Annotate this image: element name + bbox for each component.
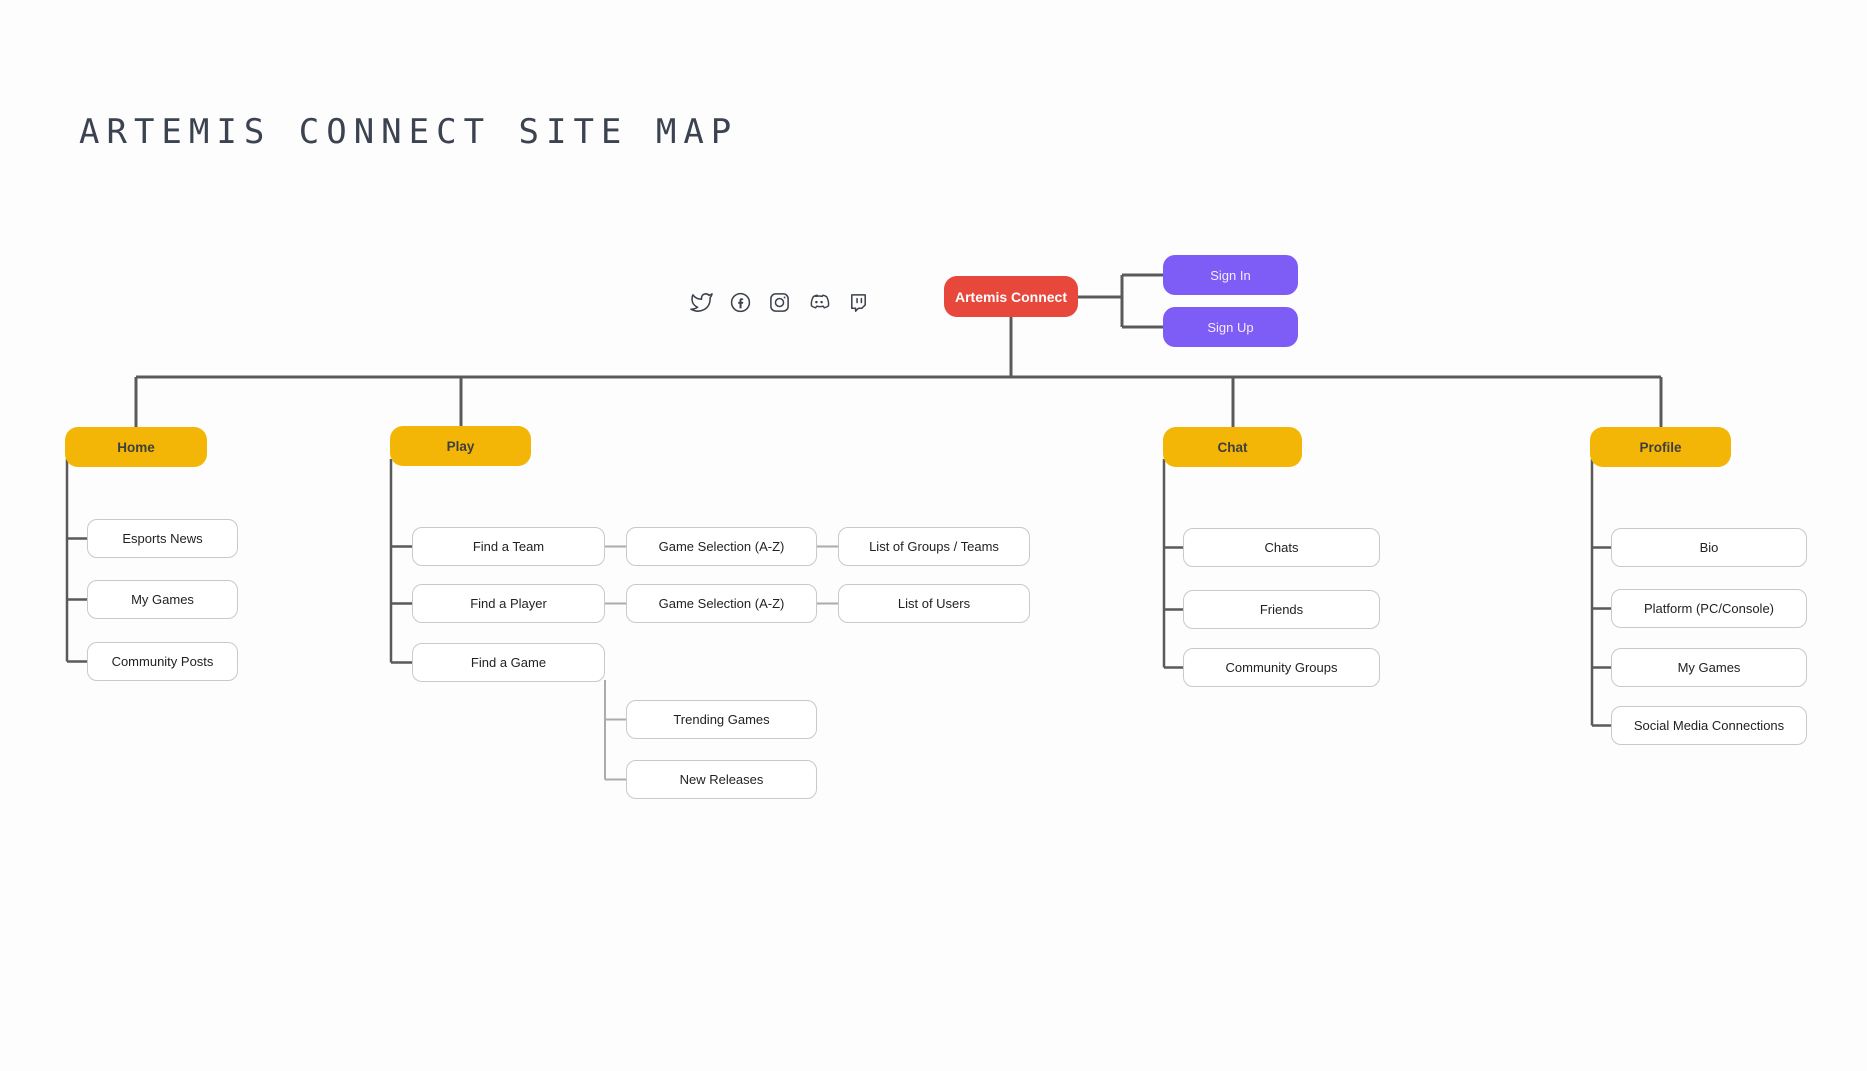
node-game-selection-team[interactable]: Game Selection (A-Z) [626, 527, 817, 566]
instagram-icon[interactable] [768, 291, 791, 314]
node-community-posts[interactable]: Community Posts [87, 642, 238, 681]
node-find-a-player[interactable]: Find a Player [412, 584, 605, 623]
section-home[interactable]: Home [65, 427, 207, 467]
twitch-icon[interactable] [847, 291, 870, 314]
node-find-a-game[interactable]: Find a Game [412, 643, 605, 682]
section-chat[interactable]: Chat [1163, 427, 1302, 467]
node-community-groups[interactable]: Community Groups [1183, 648, 1380, 687]
page-title: ARTEMIS CONNECT SITE MAP [79, 112, 739, 152]
social-icons [690, 291, 870, 314]
node-new-releases[interactable]: New Releases [626, 760, 817, 799]
node-my-games-home[interactable]: My Games [87, 580, 238, 619]
sign-up-button[interactable]: Sign Up [1163, 307, 1298, 347]
node-find-a-team[interactable]: Find a Team [412, 527, 605, 566]
twitter-icon[interactable] [690, 291, 713, 314]
node-game-selection-player[interactable]: Game Selection (A-Z) [626, 584, 817, 623]
node-esports-news[interactable]: Esports News [87, 519, 238, 558]
node-my-games-profile[interactable]: My Games [1611, 648, 1807, 687]
section-play[interactable]: Play [390, 426, 531, 466]
root-node-artemis-connect[interactable]: Artemis Connect [944, 276, 1078, 317]
node-friends[interactable]: Friends [1183, 590, 1380, 629]
node-social-media-connections[interactable]: Social Media Connections [1611, 706, 1807, 745]
node-list-of-users[interactable]: List of Users [838, 584, 1030, 623]
node-trending-games[interactable]: Trending Games [626, 700, 817, 739]
section-profile[interactable]: Profile [1590, 427, 1731, 467]
node-list-of-groups-teams[interactable]: List of Groups / Teams [838, 527, 1030, 566]
node-chats[interactable]: Chats [1183, 528, 1380, 567]
discord-icon[interactable] [807, 291, 831, 314]
sign-in-button[interactable]: Sign In [1163, 255, 1298, 295]
facebook-icon[interactable] [729, 291, 752, 314]
node-platform-pc-console[interactable]: Platform (PC/Console) [1611, 589, 1807, 628]
node-bio[interactable]: Bio [1611, 528, 1807, 567]
